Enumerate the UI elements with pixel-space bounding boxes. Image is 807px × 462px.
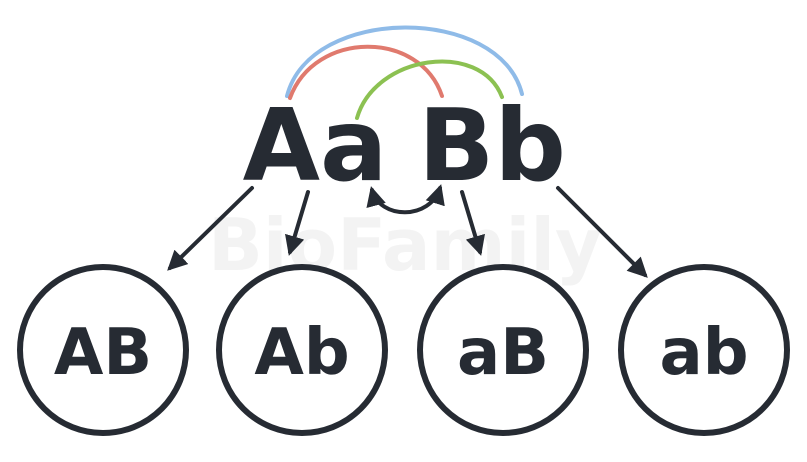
gamete-ab: ab <box>618 264 790 436</box>
swap-arrow <box>366 184 445 215</box>
arrow-to-gamete-aB <box>460 190 485 256</box>
gamete-Ab: Ab <box>216 264 388 436</box>
gamete-label: AB <box>54 316 152 390</box>
arc-A-to-B <box>288 44 444 100</box>
parent-allele-pair-1: Aa <box>243 87 388 204</box>
arrow-to-gamete-Ab <box>285 190 310 256</box>
arc-A-to-b <box>285 25 524 98</box>
gamete-aB: aB <box>417 264 589 436</box>
arc-a-to-b <box>355 59 504 120</box>
gamete-label: aB <box>457 316 549 390</box>
arrow-to-gamete-ab <box>556 186 648 278</box>
gamete-label: ab <box>660 316 749 390</box>
arrow-to-gamete-AB <box>167 186 254 271</box>
gamete-label: Ab <box>254 316 349 390</box>
gamete-AB: AB <box>17 264 189 436</box>
